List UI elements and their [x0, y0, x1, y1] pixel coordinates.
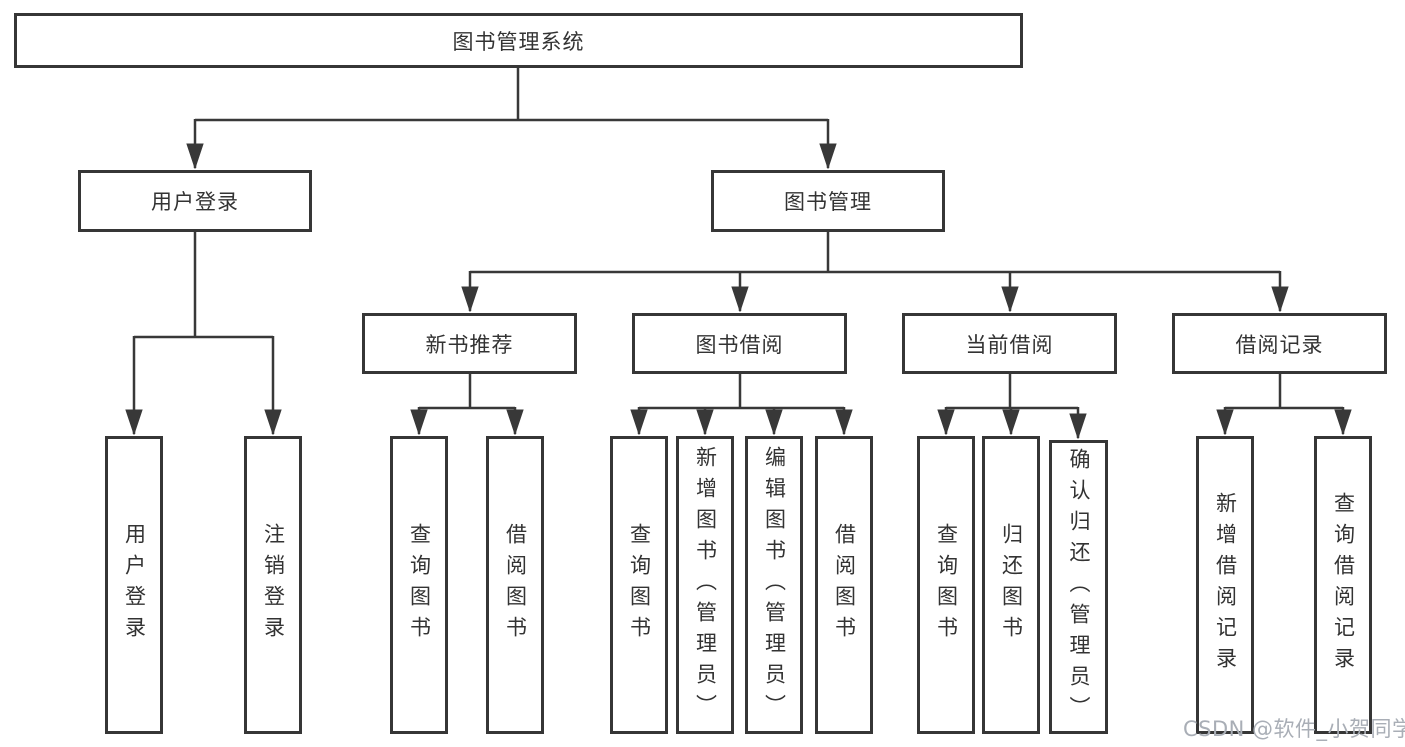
spine-user-login — [134, 232, 273, 339]
watermark: CSDN @软件_小贺同学 — [1183, 717, 1405, 741]
spine-book-management — [470, 232, 1280, 274]
node-label: 图书管理系统 — [452, 29, 585, 54]
node-label: 归还图书 — [999, 523, 1024, 647]
node-user-login: 用户登录 — [78, 170, 312, 232]
node-current-borrow: 当前借阅 — [902, 313, 1117, 374]
node-book-borrow: 图书借阅 — [632, 313, 847, 374]
node-label: 编辑图书（管理员） — [762, 445, 787, 725]
node-label: 查询图书 — [407, 523, 432, 647]
node-leaf-br-query-record: 查询借阅记录 — [1314, 436, 1372, 734]
node-borrow-record: 借阅记录 — [1172, 313, 1387, 374]
node-label: 当前借阅 — [965, 332, 1054, 357]
node-leaf-cb-return-book: 归还图书 — [982, 436, 1040, 734]
node-label: 新增借阅记录 — [1213, 492, 1238, 678]
node-leaf-nb-borrow-book: 借阅图书 — [486, 436, 544, 734]
node-label: 确认归还（管理员） — [1067, 447, 1092, 727]
node-leaf-logout: 注销登录 — [244, 436, 302, 734]
node-label: 借阅图书 — [832, 523, 857, 647]
node-leaf-cb-confirm-return: 确认归还（管理员） — [1049, 440, 1108, 734]
node-leaf-nb-query-book: 查询图书 — [390, 436, 448, 734]
node-leaf-cb-query-book: 查询图书 — [917, 436, 975, 734]
node-label: 新书推荐 — [425, 332, 514, 357]
node-label: 用户登录 — [151, 190, 239, 214]
node-leaf-bb-edit-book: 编辑图书（管理员） — [745, 436, 803, 734]
spine-new-book-recommend — [419, 374, 515, 410]
node-root: 图书管理系统 — [14, 13, 1023, 68]
node-label: 图书管理 — [784, 190, 872, 214]
node-book-management: 图书管理 — [711, 170, 945, 232]
node-label: 注销登录 — [261, 523, 286, 647]
node-label: 新增图书（管理员） — [693, 445, 718, 725]
node-leaf-bb-add-book: 新增图书（管理员） — [676, 436, 734, 734]
spine-current-borrow — [946, 374, 1078, 410]
node-label: 查询图书 — [934, 523, 959, 647]
node-label: 用户登录 — [122, 523, 147, 647]
node-label: 借阅图书 — [503, 523, 528, 647]
node-label: 图书借阅 — [695, 332, 784, 357]
node-leaf-bb-query-book: 查询图书 — [610, 436, 668, 734]
node-label: 借阅记录 — [1235, 332, 1324, 357]
node-label: 查询借阅记录 — [1331, 492, 1356, 678]
node-leaf-bb-borrow-book: 借阅图书 — [815, 436, 873, 734]
node-leaf-br-add-record: 新增借阅记录 — [1196, 436, 1254, 734]
node-new-book-recommend: 新书推荐 — [362, 313, 577, 374]
node-leaf-user-login: 用户登录 — [105, 436, 163, 734]
spine-book-borrow — [639, 374, 844, 410]
spine-root — [195, 68, 828, 122]
node-label: 查询图书 — [627, 523, 652, 647]
spine-borrow-record — [1225, 374, 1343, 410]
